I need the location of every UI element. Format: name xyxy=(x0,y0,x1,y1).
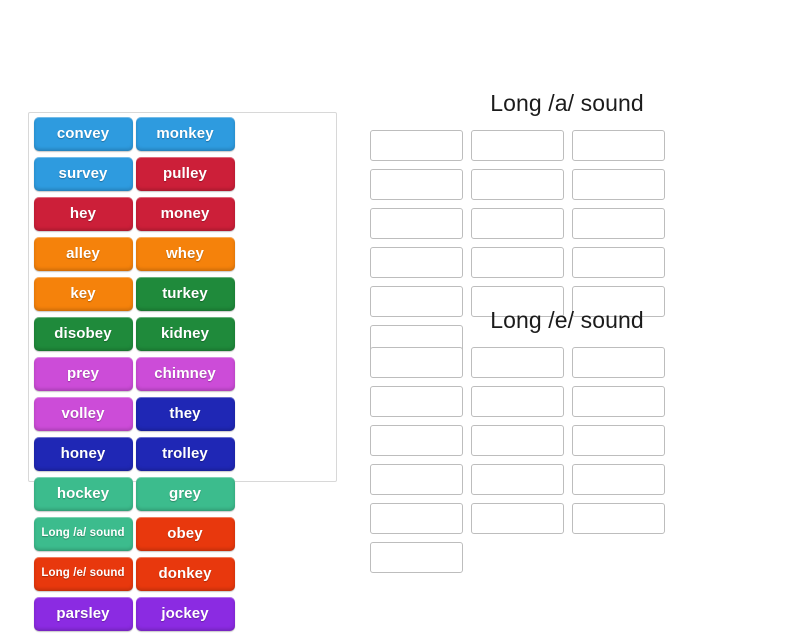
drop-slot[interactable] xyxy=(471,502,564,534)
word-tile[interactable]: survey xyxy=(33,157,133,191)
drop-slot[interactable] xyxy=(370,424,463,456)
drop-slot[interactable] xyxy=(471,385,564,417)
word-tile[interactable]: convey xyxy=(33,117,133,151)
drop-slot[interactable] xyxy=(370,285,463,317)
word-tile[interactable]: they xyxy=(135,397,235,431)
drop-slot[interactable] xyxy=(471,463,564,495)
drop-slot[interactable] xyxy=(572,385,665,417)
drop-slot[interactable] xyxy=(572,129,665,161)
drop-zone-section-long-e: Long /e/ sound xyxy=(366,307,768,581)
drop-slot[interactable] xyxy=(370,129,463,161)
word-tile[interactable]: monkey xyxy=(135,117,235,151)
drop-slot[interactable] xyxy=(572,502,665,534)
drop-zone-title-long-a: Long /a/ sound xyxy=(490,90,644,116)
word-tile[interactable]: pulley xyxy=(135,157,235,191)
drop-zone-grid-long-a xyxy=(366,129,768,364)
drop-slot[interactable] xyxy=(471,424,564,456)
drop-zone-section-long-a: Long /a/ sound xyxy=(366,90,768,364)
word-tile[interactable]: prey xyxy=(33,357,133,391)
drop-slot[interactable] xyxy=(370,207,463,239)
drop-slot[interactable] xyxy=(572,346,665,378)
word-tile[interactable]: honey xyxy=(33,437,133,471)
word-tile[interactable]: trolley xyxy=(135,437,235,471)
drop-slot[interactable] xyxy=(572,246,665,278)
drop-slot[interactable] xyxy=(471,129,564,161)
word-tile[interactable]: turkey xyxy=(135,277,235,311)
drop-slot[interactable] xyxy=(471,346,564,378)
word-tile[interactable]: alley xyxy=(33,237,133,271)
word-tile[interactable]: kidney xyxy=(135,317,235,351)
drop-zone-grid-long-e xyxy=(366,346,768,581)
word-tile[interactable]: Long /e/ sound xyxy=(33,557,133,591)
word-tile[interactable]: key xyxy=(33,277,133,311)
drop-slot[interactable] xyxy=(471,207,564,239)
drop-slot[interactable] xyxy=(572,285,665,317)
word-tile[interactable]: donkey xyxy=(135,557,235,591)
drop-slot[interactable] xyxy=(471,168,564,200)
word-tile[interactable]: disobey xyxy=(33,317,133,351)
word-tile[interactable]: chimney xyxy=(135,357,235,391)
drop-slot[interactable] xyxy=(370,346,463,378)
word-tile[interactable]: hey xyxy=(33,197,133,231)
word-tile[interactable]: jockey xyxy=(135,597,235,631)
drop-slot[interactable] xyxy=(471,246,564,278)
word-tile[interactable]: obey xyxy=(135,517,235,551)
drop-slot[interactable] xyxy=(572,424,665,456)
drop-zone-title-long-e: Long /e/ sound xyxy=(490,307,644,333)
word-tile[interactable]: Long /a/ sound xyxy=(33,517,133,551)
drop-slot[interactable] xyxy=(471,285,564,317)
word-tile[interactable]: whey xyxy=(135,237,235,271)
drop-slot[interactable] xyxy=(370,463,463,495)
word-tile[interactable]: parsley xyxy=(33,597,133,631)
word-tile[interactable]: hockey xyxy=(33,477,133,511)
drop-slot[interactable] xyxy=(370,385,463,417)
drop-slot[interactable] xyxy=(572,463,665,495)
drop-slot[interactable] xyxy=(370,246,463,278)
drop-slot[interactable] xyxy=(370,502,463,534)
drop-slot[interactable] xyxy=(370,168,463,200)
drop-slot[interactable] xyxy=(572,168,665,200)
drop-slot[interactable] xyxy=(572,207,665,239)
word-tile[interactable]: grey xyxy=(135,477,235,511)
drop-slot[interactable] xyxy=(370,541,463,573)
word-tile[interactable]: money xyxy=(135,197,235,231)
word-tile[interactable]: volley xyxy=(33,397,133,431)
